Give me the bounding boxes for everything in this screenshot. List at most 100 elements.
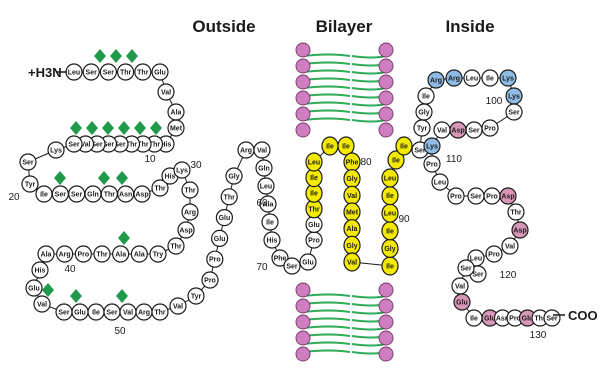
lipid-tail — [303, 319, 386, 322]
residue-label: Glu — [219, 215, 231, 222]
residue-114: Pro — [484, 188, 500, 204]
residue-label: Lys — [508, 94, 520, 101]
residue-label: Ser — [468, 128, 480, 135]
residue-79: Phe — [344, 153, 360, 171]
residue-label: His — [165, 174, 176, 181]
residue-label: Pro — [488, 252, 500, 259]
lipid-head — [379, 59, 393, 73]
lipid-tail — [303, 327, 386, 330]
residue-label: Ile — [92, 310, 100, 317]
residue-label: Thr — [224, 194, 236, 201]
residue-label: Ile — [470, 316, 478, 323]
residue-1: Leu — [66, 64, 82, 80]
residue-label: Val — [347, 193, 357, 200]
residue-label: Thr — [308, 206, 320, 213]
residue-32: Thr — [182, 182, 198, 198]
glycosylation-diamond — [70, 121, 82, 135]
residue-label: Asp — [179, 228, 192, 235]
residue-34: Asp — [178, 222, 194, 238]
residue-85: Val — [344, 253, 360, 271]
residue-24: Ser — [69, 186, 85, 202]
residue-80: Gly — [344, 170, 360, 188]
residue-105: Pro — [482, 120, 498, 136]
residue-116: Thr — [508, 204, 524, 220]
position-number: 50 — [114, 326, 126, 337]
residue-label: Pro — [484, 126, 496, 133]
residue-label: Try — [153, 252, 164, 259]
lipid-tail — [303, 335, 386, 338]
lipid-head — [296, 315, 310, 329]
lipid-head — [379, 315, 393, 329]
residue-label: Ile — [342, 144, 350, 151]
lipid-tail — [303, 351, 386, 354]
lipid-tail — [303, 343, 386, 346]
residue-37: Ala — [131, 246, 147, 262]
residue-label: Gln — [87, 192, 99, 199]
glycosylation-diamond — [70, 289, 82, 303]
residue-108: Val — [434, 122, 450, 138]
residue-label: Ser — [68, 142, 80, 149]
residue-label: Arg — [240, 148, 252, 155]
residue-66: Ile — [262, 214, 278, 230]
residue-46: Ser — [56, 304, 72, 320]
glycosylation-diamond — [86, 121, 98, 135]
residue-label: Pro — [450, 194, 462, 201]
residue-26: Thr — [101, 186, 117, 202]
residue-111: Leu — [432, 174, 448, 190]
lipid-head — [296, 107, 310, 121]
residue-label: Ser — [286, 264, 298, 271]
residue-83: Ala — [344, 220, 360, 238]
residue-81: Val — [344, 186, 360, 204]
residue-label: Gly — [228, 174, 239, 181]
glycosylation-diamond — [110, 49, 122, 63]
residue-label: Ile — [486, 76, 494, 83]
residue-22: Ile — [36, 186, 52, 202]
residue-51: Arg — [136, 304, 152, 320]
residue-label: Lys — [426, 144, 438, 151]
residue-label: Ser — [470, 194, 482, 201]
residue-label: Leu — [260, 184, 272, 191]
residue-117: Asp — [512, 222, 528, 238]
residue-label: Thr — [154, 186, 166, 193]
residue-39: Thr — [94, 246, 110, 262]
glycosylation-diamond — [102, 121, 114, 135]
residue-label: Thr — [104, 192, 116, 199]
residue-41: Arg — [57, 246, 73, 262]
residue-label: Ile — [310, 175, 318, 182]
residue-53: Val — [170, 298, 186, 314]
residue-label: Val — [37, 302, 47, 309]
residue-label: Asn — [119, 192, 132, 199]
residue-76: Leu — [306, 153, 322, 171]
residue-label: Thr — [170, 244, 182, 251]
residue-label: Arg — [59, 252, 71, 259]
residue-label: Ser — [472, 272, 484, 279]
residue-label: Thr — [120, 70, 132, 77]
residue-18: Ser — [66, 136, 82, 152]
residue-label: Val — [455, 284, 465, 291]
lipid-head — [379, 75, 393, 89]
residue-label: Ser — [546, 316, 558, 323]
residue-label: Ile — [386, 193, 394, 200]
residue-45: Val — [34, 296, 50, 312]
residue-label: Tyr — [25, 182, 36, 189]
residue-100: Leu — [464, 70, 480, 86]
residue-63: Gln — [256, 160, 272, 176]
residue-label: Glu — [302, 260, 314, 267]
lipid-head — [296, 123, 310, 137]
residue-7: Val — [158, 84, 174, 100]
residue-label: Ala — [134, 252, 145, 259]
residue-54: Tyr — [188, 288, 204, 304]
lipid-head — [296, 75, 310, 89]
residue-58: Glu — [216, 210, 232, 226]
residue-label: Thr — [510, 210, 522, 217]
residue-label: Val — [437, 128, 447, 135]
residue-106: Ser — [466, 122, 482, 138]
residue-9: Met — [168, 120, 184, 136]
residue-label: Val — [505, 244, 515, 251]
residue-label: Phe — [274, 256, 287, 263]
residue-87: Gly — [382, 239, 398, 257]
residue-23: Ser — [52, 186, 68, 202]
lipid-head — [379, 347, 393, 361]
lipid-head — [379, 43, 393, 57]
glycosylation-diamond — [134, 121, 146, 135]
